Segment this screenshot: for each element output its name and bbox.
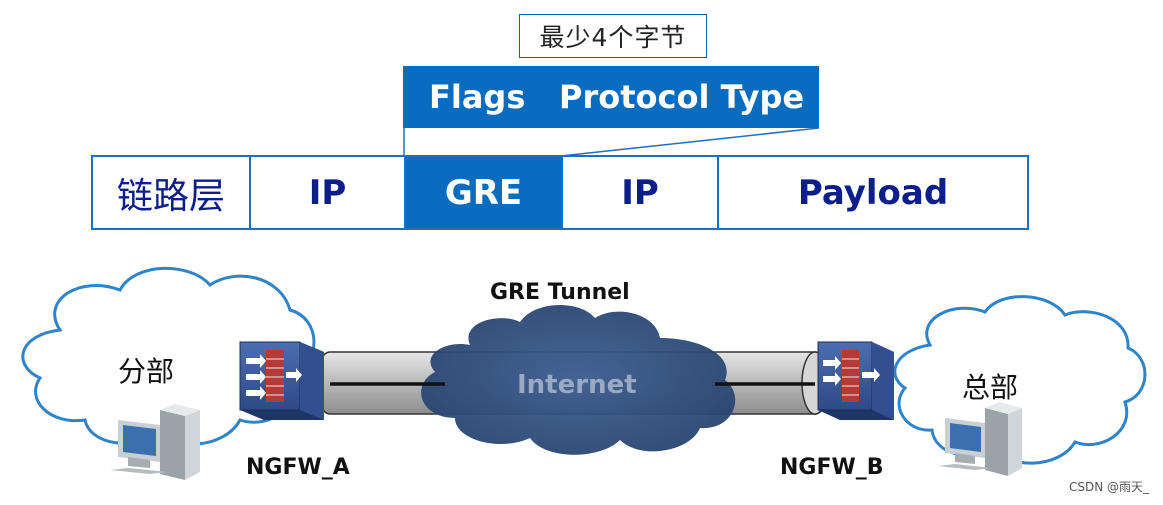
gre-tunnel-label: GRE Tunnel	[490, 280, 630, 305]
segment-outer-ip: IP	[251, 157, 406, 228]
connector-right-line	[560, 127, 820, 157]
branch-label: 分部	[118, 355, 175, 388]
gre-header-box: Flags Protocol Type	[403, 66, 819, 128]
watermark: CSDN @雨天_	[1068, 480, 1149, 494]
packet-structure: 链路层 IP GRE IP Payload	[91, 155, 1029, 230]
segment-link-layer: 链路层	[93, 157, 251, 228]
segment-gre: GRE	[406, 157, 563, 228]
firewall-a-icon	[239, 341, 324, 420]
internet-label: Internet	[517, 370, 637, 400]
branch-pc-icon	[110, 404, 200, 480]
flags-field: Flags	[429, 78, 526, 116]
segment-inner-ip: IP	[563, 157, 719, 228]
protocol-type-field: Protocol Type	[559, 78, 805, 116]
hq-pc-icon	[938, 402, 1022, 476]
segment-payload: Payload	[797, 172, 949, 213]
hq-label: 总部	[962, 371, 1019, 404]
min-bytes-label: 最少4个字节	[519, 14, 707, 58]
internet-cloud	[421, 304, 736, 455]
ngfw-a-label: NGFW_A	[246, 455, 350, 480]
ngfw-b-label: NGFW_B	[780, 455, 884, 480]
firewall-b-icon	[817, 341, 894, 420]
